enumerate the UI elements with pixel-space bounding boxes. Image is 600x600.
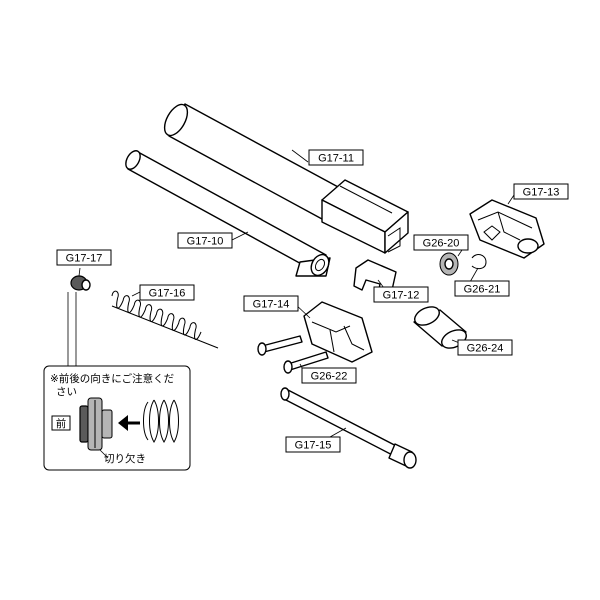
- hopup-dial-part: [439, 252, 459, 276]
- label-g26-22: G26-22: [301, 367, 357, 384]
- hopup-chamber-part: [469, 199, 545, 259]
- insert-arrow-icon: [118, 415, 140, 431]
- recoil-spring-part: [111, 290, 219, 349]
- note-line-2: さい: [56, 386, 77, 398]
- label-g26-21: G26-21: [454, 280, 510, 297]
- inner-barrel-part: [125, 150, 331, 277]
- label-g17-11: G17-11: [308, 149, 364, 166]
- label-g26-24: G26-24: [457, 339, 513, 356]
- svg-text:G17-14: G17-14: [253, 299, 290, 311]
- outer-barrel-part: [163, 103, 409, 254]
- spring-cap-part: [70, 275, 91, 291]
- svg-text:G17-16: G17-16: [149, 288, 186, 300]
- label-g17-16: G17-16: [139, 284, 195, 301]
- label-g17-12: G17-12: [373, 286, 429, 303]
- label-g17-13: G17-13: [513, 183, 569, 200]
- guide-rod-part: [280, 387, 417, 469]
- label-g26-20: G26-20: [413, 234, 469, 251]
- spring-coil-icon: [143, 399, 179, 443]
- label-g17-17: G17-17: [56, 249, 112, 266]
- label-g17-15: G17-15: [285, 436, 341, 453]
- svg-text:G17-11: G17-11: [318, 153, 354, 165]
- orientation-note-box: ※前後の向きにご注意くだ さい 前 切り欠き: [43, 365, 191, 471]
- note-line-1: ※前後の向きにご注意くだ: [50, 372, 174, 385]
- svg-text:G17-12: G17-12: [383, 290, 420, 302]
- svg-text:G17-17: G17-17: [66, 253, 103, 265]
- svg-text:G26-22: G26-22: [311, 371, 348, 383]
- svg-text:G17-13: G17-13: [523, 187, 560, 199]
- screws-part: [257, 335, 329, 374]
- svg-text:G17-15: G17-15: [295, 440, 332, 452]
- cap-enlarged-icon: [79, 397, 113, 451]
- chamber-housing-part: [303, 301, 373, 363]
- e-ring-part: [471, 254, 487, 270]
- svg-text:G26-20: G26-20: [423, 238, 460, 250]
- svg-text:G17-10: G17-10: [187, 236, 224, 248]
- svg-text:G26-21: G26-21: [464, 284, 501, 296]
- label-g17-14: G17-14: [243, 295, 299, 312]
- svg-text:G26-24: G26-24: [467, 343, 504, 355]
- notch-label: 切り欠き: [104, 452, 146, 465]
- front-label: 前: [56, 417, 67, 430]
- label-g17-10: G17-10: [177, 232, 233, 249]
